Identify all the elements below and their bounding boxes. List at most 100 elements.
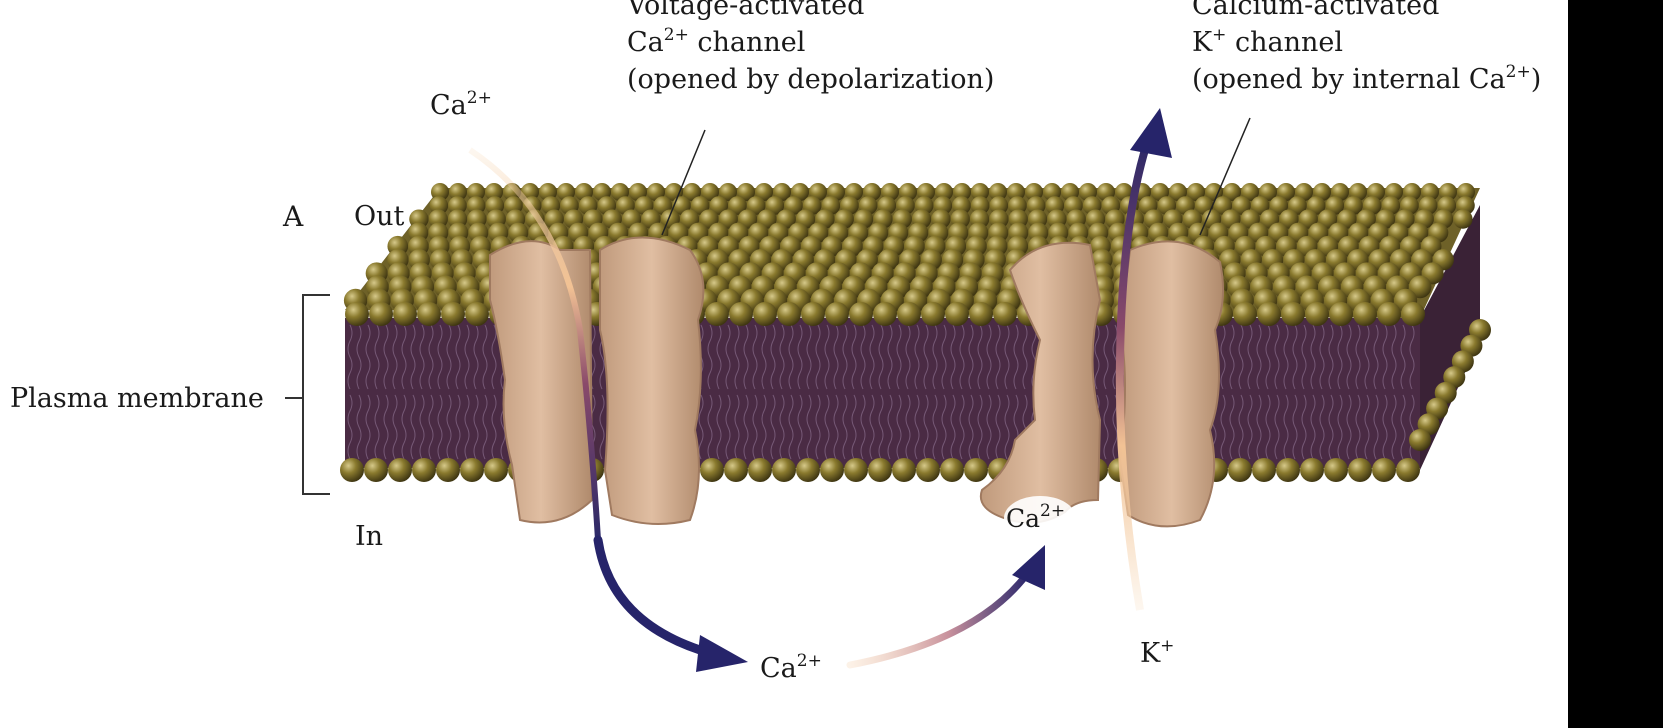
ca-inside-label: Ca2+ [760, 655, 822, 682]
k-inside-ion: K [1140, 638, 1160, 669]
ca-outside-charge: 2+ [467, 88, 492, 108]
lipid-head [340, 458, 364, 482]
ca-channel-left-subunit [490, 241, 592, 522]
lipid-head [724, 458, 748, 482]
ca-inflow-arrowhead [696, 635, 748, 672]
lipid-head [1401, 302, 1425, 326]
ca-bound-label: Ca2+ [1006, 506, 1065, 531]
lipid-head [1348, 458, 1372, 482]
k-inside-label: K+ [1140, 640, 1174, 667]
lipid-head [825, 302, 849, 326]
lipid-head [796, 458, 820, 482]
panel-letter: A [283, 203, 303, 231]
right-black-band [1568, 0, 1663, 728]
k-channel-label-line2: K+ channel [1192, 29, 1541, 56]
ca-bound-ion: Ca [1006, 504, 1040, 533]
lipid-head [729, 302, 753, 326]
lipid-head [460, 458, 484, 482]
k-outflow-arrowhead [1130, 108, 1172, 158]
ca-bound-charge: 2+ [1040, 501, 1065, 521]
lipid-head [465, 302, 489, 326]
lipid-head [436, 458, 460, 482]
ca-inside-charge: 2+ [797, 651, 822, 671]
lipid-head [873, 302, 897, 326]
membrane-bracket [303, 295, 330, 494]
lipid-head [753, 302, 777, 326]
k-channel-word: channel [1226, 27, 1343, 58]
ca-inside-ion: Ca [760, 653, 797, 684]
ca-channel-ion: Ca [627, 27, 664, 58]
k-channel-label: Calcium-activated K+ channel (opened by … [1192, 0, 1541, 103]
lipid-head [1353, 302, 1377, 326]
lipid-head [345, 302, 369, 326]
lipid-head [417, 302, 441, 326]
ca-channel-label-line3: (opened by depolarization) [627, 66, 994, 93]
k-channel-close-paren: ) [1531, 64, 1542, 95]
lipid-head [388, 458, 412, 482]
k-inside-charge: + [1160, 636, 1174, 656]
inside-label: In [355, 523, 383, 550]
lipid-head [993, 302, 1017, 326]
k-channel-ion: K [1192, 27, 1212, 58]
lipid-head [897, 302, 921, 326]
lipid-head [1233, 302, 1257, 326]
ca-binding-arc [850, 570, 1030, 665]
lipid-head [801, 302, 825, 326]
k-channel-right-subunit [1120, 241, 1223, 526]
lipid-head [1372, 458, 1396, 482]
membrane-figure: Voltage-activated Ca2+ channel (opened b… [0, 0, 1568, 728]
lipid-head [945, 302, 969, 326]
lipid-head [705, 302, 729, 326]
ca-outside-label: Ca2+ [430, 92, 492, 119]
lipid-head [364, 458, 388, 482]
lipid-head [844, 458, 868, 482]
lipid-head [969, 302, 993, 326]
k-channel-label-line1: Calcium-activated [1192, 0, 1541, 19]
lipid-head [393, 302, 417, 326]
lipid-head [484, 458, 508, 482]
k-channel-label-line3: (opened by internal Ca2+) [1192, 66, 1541, 93]
lipid-head [1257, 302, 1281, 326]
lipid-head [820, 458, 844, 482]
k-channel-charge: + [1212, 25, 1226, 45]
lipid-head [369, 302, 393, 326]
lipid-head [1305, 302, 1329, 326]
lipid-head [1281, 302, 1305, 326]
ca-channel-right-subunit [600, 238, 703, 525]
plasma-membrane-label: Plasma membrane [10, 385, 264, 412]
ca-channel-label-line1: Voltage-activated [627, 0, 994, 19]
ca-outside-ion: Ca [430, 90, 467, 121]
lipid-head [1276, 458, 1300, 482]
lipid-head [964, 458, 988, 482]
lipid-head [700, 458, 724, 482]
k-channel-opened-charge: 2+ [1506, 62, 1531, 82]
lipid-head [940, 458, 964, 482]
ca-channel-label-line2: Ca2+ channel [627, 29, 994, 56]
lipid-head [1377, 302, 1401, 326]
lipid-head [849, 302, 873, 326]
ca-channel-label: Voltage-activated Ca2+ channel (opened b… [627, 0, 994, 103]
lipid-head [921, 302, 945, 326]
lipid-head [1324, 458, 1348, 482]
lipid-head [868, 458, 892, 482]
lipid-head [1300, 458, 1324, 482]
lipid-head [777, 302, 801, 326]
lipid-head [1453, 209, 1472, 228]
membrane-illustration [0, 0, 1568, 728]
lipid-head [441, 302, 465, 326]
lipid-head [916, 458, 940, 482]
lipid-head [1409, 429, 1431, 451]
outside-label: Out [354, 203, 404, 230]
lipid-head [772, 458, 796, 482]
ca-channel-word: channel [689, 27, 806, 58]
lipid-head [1329, 302, 1353, 326]
k-channel-opened-by: (opened by internal Ca [1192, 64, 1506, 95]
lipid-head [892, 458, 916, 482]
lipid-head [1228, 458, 1252, 482]
lipid-head [1396, 458, 1420, 482]
lipid-head [748, 458, 772, 482]
ca-channel-charge: 2+ [664, 25, 689, 45]
lipid-head [1252, 458, 1276, 482]
ca-inflow-arrow [598, 540, 700, 650]
lipid-head [412, 458, 436, 482]
